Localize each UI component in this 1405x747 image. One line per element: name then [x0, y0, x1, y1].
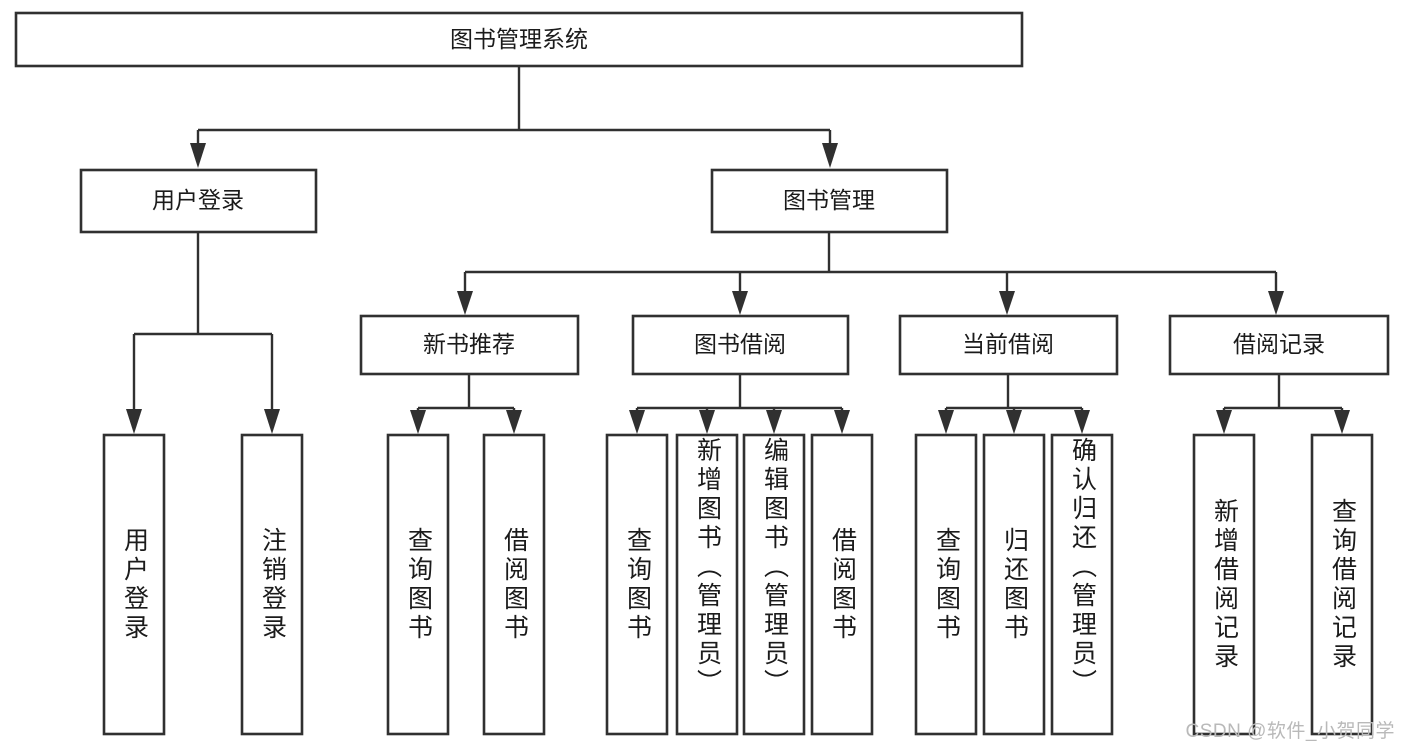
node-root-box[interactable] — [14, 11, 1024, 68]
leaf-box-borrow-record-2[interactable] — [1310, 433, 1374, 736]
node-book-borrow-box[interactable] — [631, 314, 850, 376]
leaf-box-book-borrow-1[interactable] — [605, 433, 669, 736]
leaf-box-book-borrow-4[interactable] — [810, 433, 874, 736]
node-current-borrow-label: 当前借阅 — [962, 331, 1054, 357]
leaf-box-borrow-record-1[interactable] — [1192, 433, 1256, 736]
node-borrow-record-label: 借阅记录 — [1233, 331, 1325, 357]
arrowhead-new-book-to-leaf-2 — [506, 410, 522, 434]
arrowhead-current-borrow-to-leaf-1 — [938, 410, 954, 434]
node-user-login[interactable]: 用户登录 — [79, 168, 318, 234]
arrowhead-user-login-to-leaf-2 — [264, 409, 280, 434]
arrowhead-book-manage-to-borrow — [732, 291, 748, 315]
arrowhead-borrow-record-to-leaf-2 — [1334, 410, 1350, 434]
node-borrow-record-box[interactable] — [1168, 314, 1390, 376]
arrowhead-book-borrow-to-leaf-1 — [629, 410, 645, 434]
leaf-box-book-borrow-2[interactable] — [675, 433, 739, 736]
leaf-box-new-book-1[interactable] — [386, 433, 450, 736]
node-root[interactable]: 图书管理系统 — [14, 11, 1024, 68]
node-current-borrow[interactable]: 当前借阅 — [898, 314, 1119, 376]
arrowhead-user-login-to-leaf-1 — [126, 409, 142, 434]
leaf-box-user-login-2[interactable] — [240, 433, 304, 736]
arrowhead-current-borrow-to-leaf-2 — [1006, 410, 1022, 434]
arrowhead-root-to-user-login — [190, 143, 206, 168]
node-borrow-record[interactable]: 借阅记录 — [1168, 314, 1390, 376]
arrowhead-root-to-book-manage — [822, 143, 838, 168]
node-root-label: 图书管理系统 — [450, 26, 588, 52]
node-book-borrow[interactable]: 图书借阅 — [631, 314, 850, 376]
node-new-book-recommend-label: 新书推荐 — [423, 331, 515, 357]
node-new-book-recommend[interactable]: 新书推荐 — [359, 314, 580, 376]
node-book-manage-box[interactable] — [710, 168, 949, 234]
leaf-box-user-login-1[interactable] — [102, 433, 166, 736]
node-current-borrow-box[interactable] — [898, 314, 1119, 376]
leaf-box-new-book-2[interactable] — [482, 433, 546, 736]
leaf-box-book-borrow-3[interactable] — [742, 433, 806, 736]
watermark-text: CSDN @软件_小贺同学 — [1185, 721, 1395, 742]
arrowhead-book-manage-to-current — [999, 291, 1015, 315]
node-user-login-label: 用户登录 — [152, 187, 244, 213]
arrowhead-borrow-record-to-leaf-1 — [1216, 410, 1232, 434]
leaf-box-current-borrow-1[interactable] — [914, 433, 978, 736]
arrowhead-book-borrow-to-leaf-2 — [699, 410, 715, 434]
arrowhead-current-borrow-to-leaf-3 — [1074, 410, 1090, 434]
leaf-box-current-borrow-3[interactable] — [1050, 433, 1114, 736]
arrowhead-book-borrow-to-leaf-3 — [766, 410, 782, 434]
arrowhead-new-book-to-leaf-1 — [410, 410, 426, 434]
node-book-manage-label: 图书管理 — [783, 187, 875, 213]
arrowhead-book-borrow-to-leaf-4 — [834, 410, 850, 434]
node-new-book-recommend-box[interactable] — [359, 314, 580, 376]
node-book-manage[interactable]: 图书管理 — [710, 168, 949, 234]
arrowhead-book-manage-to-new-book — [457, 291, 473, 315]
leaf-box-current-borrow-2[interactable] — [982, 433, 1046, 736]
arrowhead-book-manage-to-record — [1268, 291, 1284, 315]
node-book-borrow-label: 图书借阅 — [694, 331, 786, 357]
